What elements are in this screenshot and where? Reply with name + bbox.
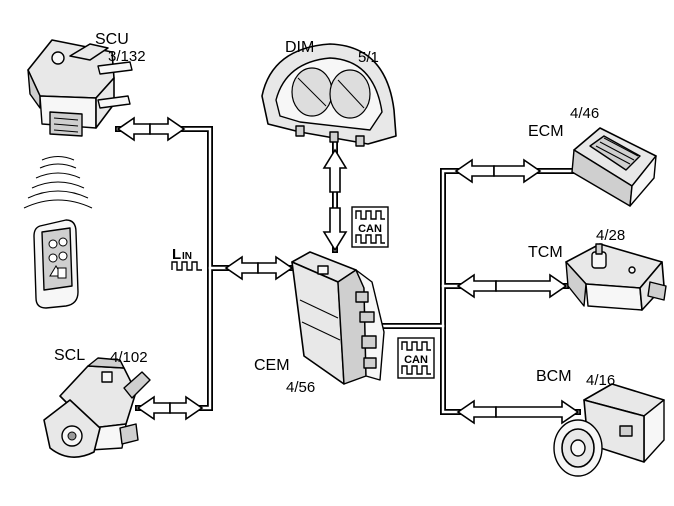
dim-name-label: DIM: [285, 39, 314, 56]
lin-signal-icon: L IN: [171, 246, 202, 271]
ecm-module-illustration: [571, 127, 657, 207]
arrow-bcm: [456, 399, 580, 425]
key-signal-waves-icon: [23, 156, 93, 209]
cem-code-label: 4/56: [286, 379, 315, 396]
dim-code-label: 5/1: [358, 49, 379, 66]
arrow-cem-lin: [224, 255, 294, 281]
dim-cluster-illustration: [261, 43, 397, 147]
bcm-name-label: BCM: [536, 368, 572, 385]
scl-name-label: SCL: [54, 347, 85, 364]
arrow-scu: [116, 116, 186, 142]
tcm-module-illustration: [565, 243, 667, 311]
bus-arrows: [116, 116, 580, 425]
arrow-scl: [136, 395, 204, 421]
arrow-dim: [322, 148, 348, 252]
cem-name-label: CEM: [254, 357, 290, 374]
scl-code-label: 4/102: [110, 349, 148, 366]
lin-label-small: IN: [182, 251, 192, 262]
ecm-code-label: 4/46: [570, 105, 599, 122]
can-top-label: CAN: [358, 223, 382, 235]
ecm-name-label: ECM: [528, 123, 564, 140]
can-signal-icon-top: CAN: [351, 206, 389, 248]
lin-label-big: L: [172, 246, 181, 263]
module-labels: SCU 3/132 DIM 5/1 4/46 ECM 4/28 TCM BCM …: [54, 31, 625, 396]
bcm-module-illustration: [553, 383, 665, 477]
scu-code-label: 3/132: [108, 48, 146, 65]
cem-module-illustration: [291, 251, 385, 385]
scu-module-illustration: [27, 39, 133, 137]
key-fob-illustration: [33, 219, 79, 309]
can-right-label: CAN: [404, 354, 428, 366]
bcm-code-label: 4/16: [586, 372, 615, 389]
tcm-code-label: 4/28: [596, 227, 625, 244]
scu-name-label: SCU: [95, 31, 129, 48]
arrow-ecm: [454, 158, 542, 184]
scl-module-illustration: [43, 357, 151, 458]
can-signal-icon-right: CAN: [397, 337, 435, 379]
tcm-name-label: TCM: [528, 244, 563, 261]
arrow-tcm: [456, 273, 568, 299]
